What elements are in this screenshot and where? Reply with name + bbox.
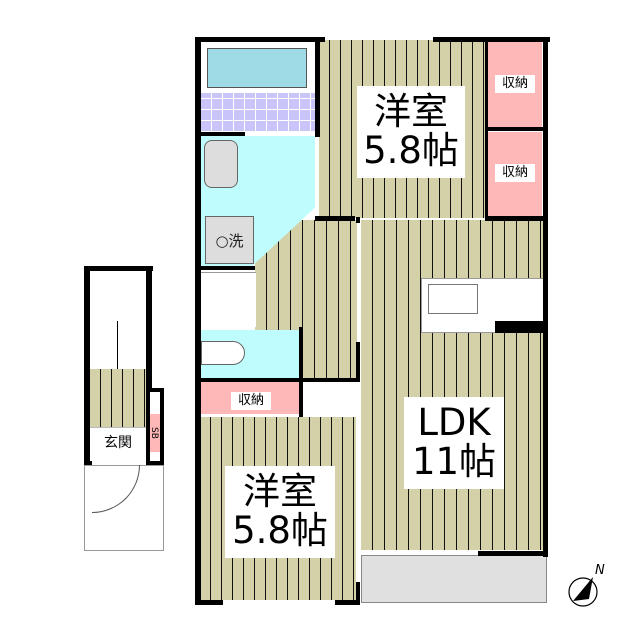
genkan: 玄関: [90, 427, 146, 456]
storage-label-3: 収納: [231, 392, 271, 410]
wall-outer-top-left: [195, 37, 325, 42]
room-size: 11帖: [411, 440, 497, 483]
shoe-box-label: SB: [148, 427, 159, 439]
wall-outer-left: [195, 37, 201, 605]
wall-ldk-west: [356, 217, 360, 223]
wall-ldk-south: [478, 551, 548, 556]
wall-entrance-left: [84, 266, 90, 465]
wall-sb: [146, 388, 164, 465]
room-name: LDK: [417, 401, 491, 445]
wall-toilet-bottom: [195, 378, 360, 382]
wall-room-north-bottom: [315, 216, 355, 221]
balcony: [361, 555, 547, 603]
wall-entrance-top: [84, 266, 153, 271]
room-label-western-north: 洋室 5.8帖: [357, 86, 465, 178]
compass-icon: [568, 577, 598, 607]
storage-label: 収納: [501, 165, 528, 181]
entrance-label: 玄関: [104, 435, 132, 451]
fridge-space: [495, 321, 545, 333]
bathtub: [207, 48, 307, 88]
stairs-down: [201, 272, 256, 327]
wall-ldk-west-lower: [356, 342, 360, 382]
washer-space: ○洗: [205, 216, 254, 264]
stairs-up: [90, 270, 146, 370]
wall-bath-bottom: [195, 132, 245, 136]
kitchen-sink: [428, 284, 478, 314]
room-size: 5.8帖: [232, 509, 328, 552]
entrance-hall-floor: [90, 369, 146, 427]
washbasin: [204, 140, 238, 188]
floorplan-main: ○洗 洋室 5.8帖 LDK 11帖 洋室 5.8帖 収納 収納: [195, 37, 550, 605]
room-label-western-south: 洋室 5.8帖: [225, 466, 335, 558]
wall-outer-bottom-left: [195, 600, 223, 605]
compass-north-label: N: [595, 563, 605, 578]
wall-storage-divider: [485, 127, 545, 131]
storage-label: 収納: [501, 76, 528, 92]
washer-label: ○洗: [215, 231, 244, 250]
compass: N: [565, 563, 610, 610]
toilet: [201, 341, 245, 365]
wall-outer-right: [543, 37, 548, 557]
wall-entrance-bottom-left: [84, 461, 92, 465]
room-size: 5.8帖: [363, 129, 459, 172]
wall-ldk-west-bottom: [356, 582, 360, 605]
entrance-floorplan: 玄関 SB: [84, 266, 166, 551]
wall-outer-top-right: [433, 37, 550, 42]
wall-storage-bottom: [485, 216, 548, 221]
stair-arrow: [117, 321, 118, 371]
room-label-ldk: LDK 11帖: [404, 397, 504, 489]
ldk-floor: [361, 220, 545, 550]
wall-bath-right: [315, 37, 320, 137]
storage-label-1: 収納: [495, 75, 535, 93]
storage-label: 収納: [237, 393, 264, 409]
wall-toilet-right: [299, 327, 303, 417]
wall-outer-bottom-right: [335, 600, 360, 605]
room-name: 洋室: [243, 470, 317, 514]
bath-floor-tiles: [201, 93, 315, 131]
wall-entrance-right: [146, 266, 152, 391]
storage-label-2: 収納: [495, 164, 535, 182]
room-name: 洋室: [374, 90, 448, 134]
wall-washroom-bottom: [195, 266, 255, 270]
